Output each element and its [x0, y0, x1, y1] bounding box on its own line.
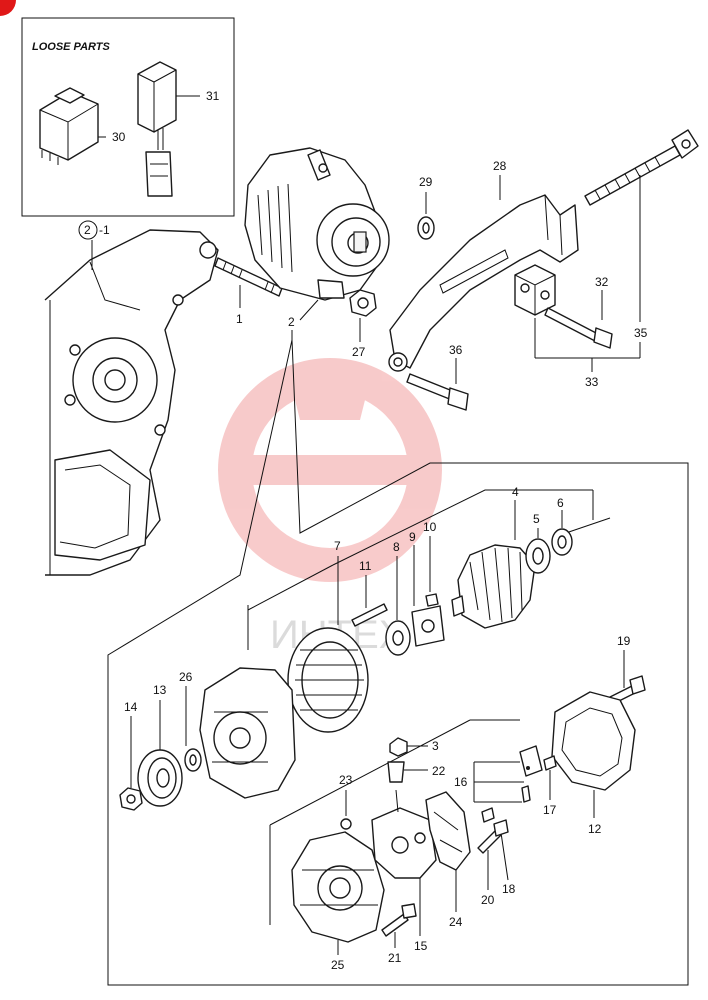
- watermark-logo: [218, 358, 442, 582]
- part-4-rotor: [451, 544, 536, 629]
- part-8-bearing: [385, 620, 411, 656]
- callout-29: 29: [419, 175, 433, 189]
- loose-parts-box: [21, 17, 235, 217]
- callout-10: 10: [423, 520, 437, 534]
- alternator-assembly: [244, 147, 390, 301]
- part-28-bracket: [388, 194, 579, 372]
- callout-17: 17: [543, 803, 557, 817]
- callout-36: 36: [449, 343, 463, 357]
- part-25-housing: [291, 831, 385, 943]
- engine-housing: [44, 229, 219, 576]
- part-16-brush-holder: [519, 745, 543, 803]
- callout-27: 27: [352, 345, 366, 359]
- part-35-long-bolt: [584, 129, 699, 206]
- callout-14: 14: [124, 700, 138, 714]
- callout-28: 28: [493, 159, 507, 173]
- part-26-spacer: [184, 748, 202, 772]
- callout-2-ref: 2: [84, 223, 91, 237]
- callout-23: 23: [339, 773, 353, 787]
- part-20-bolt: [477, 819, 509, 854]
- part-29-spacer: [417, 216, 435, 240]
- part-9-plate: [411, 605, 445, 647]
- callout-32: 32: [595, 275, 609, 289]
- loose-parts-heading: LOOSE PARTS: [32, 41, 110, 53]
- part-3-nut: [389, 737, 408, 757]
- part-31-module: [137, 61, 177, 197]
- part-12-rear-cover: [551, 691, 636, 791]
- callout-25: 25: [331, 958, 345, 972]
- part-24-regulator: [425, 791, 471, 871]
- callout-21: 21: [388, 951, 402, 965]
- part-21-bolt: [381, 903, 417, 937]
- part-1-stud: [214, 257, 283, 297]
- part-5-bearing: [525, 538, 551, 574]
- part-15-rectifier: [371, 789, 437, 879]
- part-22-bushing: [387, 761, 405, 783]
- callout-8: 8: [393, 540, 400, 554]
- part-11-stud: [351, 603, 388, 627]
- callout-30: 30: [112, 130, 126, 144]
- part-10-screw: [425, 593, 439, 607]
- callout-2: 2: [288, 315, 295, 329]
- callout-15: 15: [414, 939, 428, 953]
- callout-4: 4: [512, 485, 519, 499]
- part-6-washer: [551, 528, 573, 556]
- callout-20: 20: [481, 893, 495, 907]
- part-30-relay: [39, 87, 99, 165]
- callout-22: 22: [432, 764, 446, 778]
- exploded-view-frame: [107, 330, 689, 986]
- corner-badge: [0, 0, 16, 16]
- callout-31: 31: [206, 89, 220, 103]
- callout-13: 13: [153, 683, 167, 697]
- callout-3: 3: [432, 739, 439, 753]
- callout-5: 5: [533, 512, 540, 526]
- part-13-pulley: [137, 749, 183, 807]
- callout-19: 19: [617, 634, 631, 648]
- part-7-stator: [287, 627, 369, 733]
- callout-24: 24: [449, 915, 463, 929]
- part-18-screw: [481, 807, 495, 823]
- callout-18: 18: [502, 882, 516, 896]
- part-14-nut: [119, 787, 143, 811]
- callout-9: 9: [409, 530, 416, 544]
- callout-16: 16: [454, 775, 468, 789]
- reference-circle: [78, 220, 98, 240]
- callout-33: 33: [585, 375, 599, 389]
- part-33-block: [514, 264, 556, 316]
- part-32-bolt: [544, 307, 613, 349]
- part-27-nut: [349, 289, 377, 317]
- part-23-nut: [340, 818, 352, 830]
- callout-2-1: -1: [99, 223, 110, 237]
- part-17-screw: [543, 755, 557, 771]
- callout-35: 35: [634, 326, 648, 340]
- callout-12: 12: [588, 822, 602, 836]
- callout-1: 1: [236, 312, 243, 326]
- front-housing: [199, 667, 296, 799]
- callout-7: 7: [334, 539, 341, 553]
- callout-11: 11: [359, 559, 372, 573]
- part-36-bolt: [406, 373, 469, 411]
- callout-6: 6: [557, 496, 564, 510]
- callout-26: 26: [179, 670, 193, 684]
